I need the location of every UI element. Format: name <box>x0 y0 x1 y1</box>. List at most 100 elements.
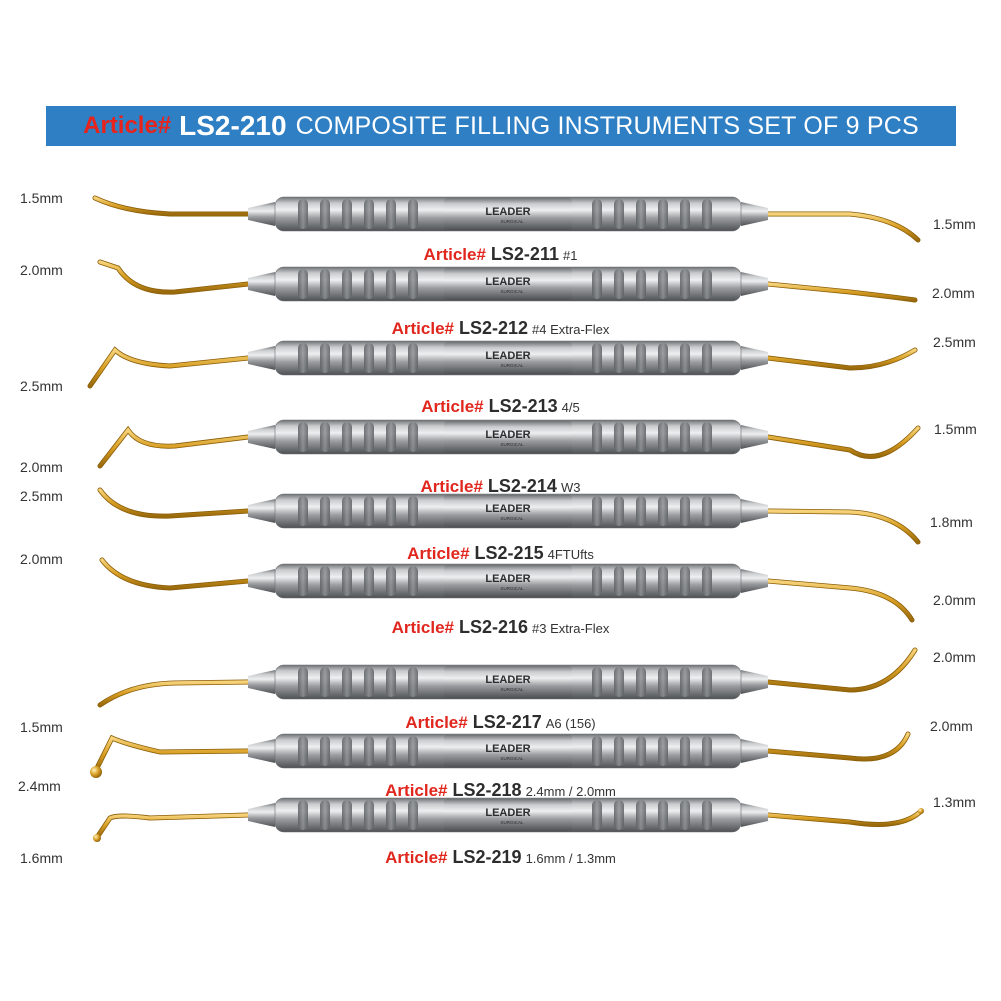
handle-groove <box>614 269 624 299</box>
title-banner: Article# LS2-210 COMPOSITE FILLING INSTR… <box>46 106 956 146</box>
handle-groove <box>636 199 646 229</box>
banner-description: COMPOSITE FILLING INSTRUMENTS SET OF 9 P… <box>295 111 919 140</box>
handle-groove <box>614 800 624 830</box>
handle-groove <box>614 496 624 526</box>
center-plate <box>444 198 572 230</box>
handle-groove <box>320 800 330 830</box>
article-prefix: Article# <box>391 618 454 637</box>
handle-groove <box>298 566 308 596</box>
handle-groove <box>702 667 712 697</box>
left-shank <box>248 569 275 593</box>
handle-groove <box>408 667 418 697</box>
right-shank <box>741 569 768 593</box>
handle-groove <box>592 800 602 830</box>
left-tip-size: 2.5mm <box>20 378 63 394</box>
handle-groove <box>386 800 396 830</box>
right-shank <box>741 803 768 827</box>
handle-groove <box>320 422 330 452</box>
left-tip-size: 2.5mm <box>20 488 63 504</box>
article-description: 4/5 <box>561 400 580 415</box>
right-tip-size: 2.0mm <box>933 649 976 665</box>
brand-sub: SURGICAL <box>500 756 524 761</box>
article-description: #3 Extra-Flex <box>532 621 610 636</box>
left-shank <box>248 670 275 694</box>
handle-groove <box>680 496 690 526</box>
brand-sub: SURGICAL <box>500 442 524 447</box>
ball-tip <box>93 834 101 842</box>
handle-groove <box>702 269 712 299</box>
left-shank <box>248 425 275 449</box>
handle-groove <box>680 269 690 299</box>
article-prefix: Article# <box>385 848 448 867</box>
article-description: #4 Extra-Flex <box>532 322 610 337</box>
left-shank <box>248 803 275 827</box>
left-tip-size: 1.6mm <box>20 850 63 866</box>
handle-groove <box>364 800 374 830</box>
brand-logo: LEADER <box>485 573 530 585</box>
left-shank <box>248 202 275 226</box>
brand-logo: LEADER <box>485 674 530 686</box>
center-plate <box>444 799 572 831</box>
right-tip <box>765 508 921 545</box>
handle-groove <box>342 736 352 766</box>
left-shank <box>248 499 275 523</box>
article-code: LS2-214 <box>487 476 557 496</box>
handle-groove <box>658 667 668 697</box>
brand-logo: LEADER <box>485 276 530 288</box>
handle-groove <box>680 667 690 697</box>
brand-logo: LEADER <box>485 503 530 515</box>
handle-groove <box>320 667 330 697</box>
article-code: LS2-212 <box>459 318 529 338</box>
handle-groove <box>364 199 374 229</box>
handle-groove <box>320 736 330 766</box>
center-plate <box>444 268 572 300</box>
handle-groove <box>298 496 308 526</box>
handle-groove <box>592 736 602 766</box>
handle-groove <box>342 800 352 830</box>
handle-groove <box>386 566 396 596</box>
brand-logo: LEADER <box>485 206 530 218</box>
handle-groove <box>320 199 330 229</box>
handle-groove <box>364 667 374 697</box>
brand-logo: LEADER <box>485 807 530 819</box>
left-tip-size: 1.5mm <box>20 719 63 735</box>
handle-groove <box>592 667 602 697</box>
handle-groove <box>408 422 418 452</box>
article-description: #1 <box>562 248 578 263</box>
handle-groove <box>658 566 668 596</box>
article-description: 2.4mm / 2.0mm <box>525 784 616 799</box>
left-tip-size: 2.4mm <box>18 778 61 794</box>
handle-groove <box>386 736 396 766</box>
handle-groove <box>364 343 374 373</box>
center-plate <box>444 342 572 374</box>
article-prefix: Article# <box>407 544 470 563</box>
handle-groove <box>702 736 712 766</box>
right-tip-size: 2.0mm <box>930 718 973 734</box>
article-description: W3 <box>560 480 581 495</box>
handle-groove <box>592 199 602 229</box>
right-tip-size: 2.0mm <box>933 592 976 608</box>
article-code: LS2-213 <box>488 396 558 416</box>
right-shank <box>741 670 768 694</box>
handle-groove <box>342 343 352 373</box>
left-shank <box>248 739 275 763</box>
handle-groove <box>592 496 602 526</box>
right-shank <box>741 346 768 370</box>
article-prefix: Article# <box>423 245 486 264</box>
article-prefix: Article# <box>391 319 454 338</box>
handle-groove <box>636 667 646 697</box>
article-code: LS2-218 <box>452 780 522 800</box>
article-prefix: Article# <box>405 713 468 732</box>
right-tip-size: 1.5mm <box>934 421 977 437</box>
handle-groove <box>702 422 712 452</box>
left-shank <box>248 272 275 296</box>
handle-groove <box>364 736 374 766</box>
left-tip-size: 1.5mm <box>20 190 63 206</box>
brand-sub: SURGICAL <box>500 289 524 294</box>
